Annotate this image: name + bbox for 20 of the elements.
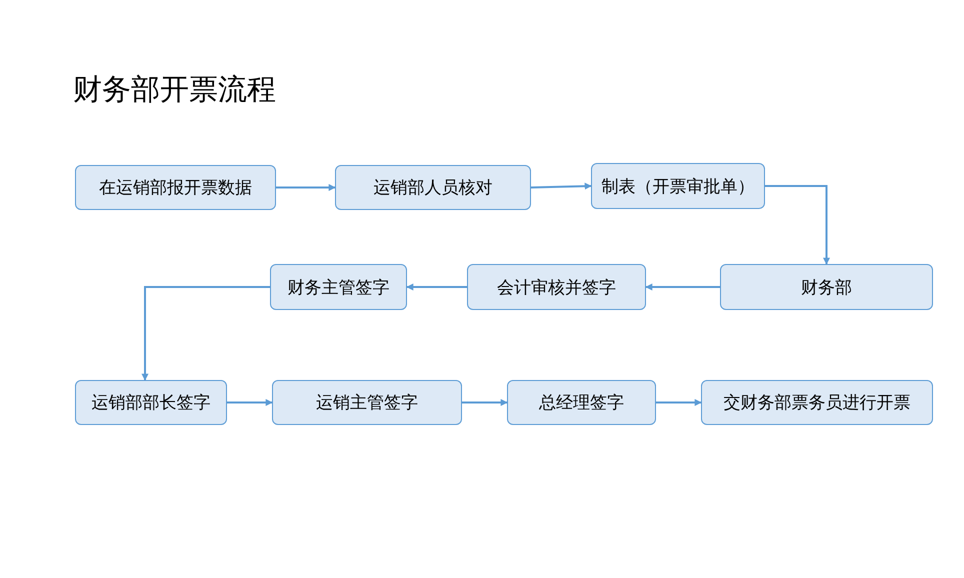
process-box: 财务部: [720, 264, 933, 310]
process-box: 交财务部票务员进行开票: [701, 380, 933, 425]
process-box: 会计审核并签字: [467, 264, 646, 310]
arrow: [227, 399, 273, 406]
process-box: 制表（开票审批单）: [591, 163, 765, 209]
arrow: [530, 182, 592, 190]
process-box: 运销部人员核对: [335, 165, 531, 210]
arrow: [142, 286, 270, 381]
process-box: 财务主管签字: [270, 264, 407, 310]
arrow: [276, 184, 336, 191]
title: 财务部开票流程: [73, 71, 276, 108]
arrow: [656, 399, 702, 406]
arrow: [765, 185, 830, 265]
arrow: [462, 399, 508, 406]
process-box: 运销部部长签字: [75, 380, 227, 425]
process-box: 运销主管签字: [272, 380, 462, 425]
arrow: [645, 284, 720, 290]
process-box: 在运销部报开票数据: [75, 165, 276, 210]
process-box: 总经理签字: [507, 380, 656, 425]
arrow: [406, 284, 467, 290]
